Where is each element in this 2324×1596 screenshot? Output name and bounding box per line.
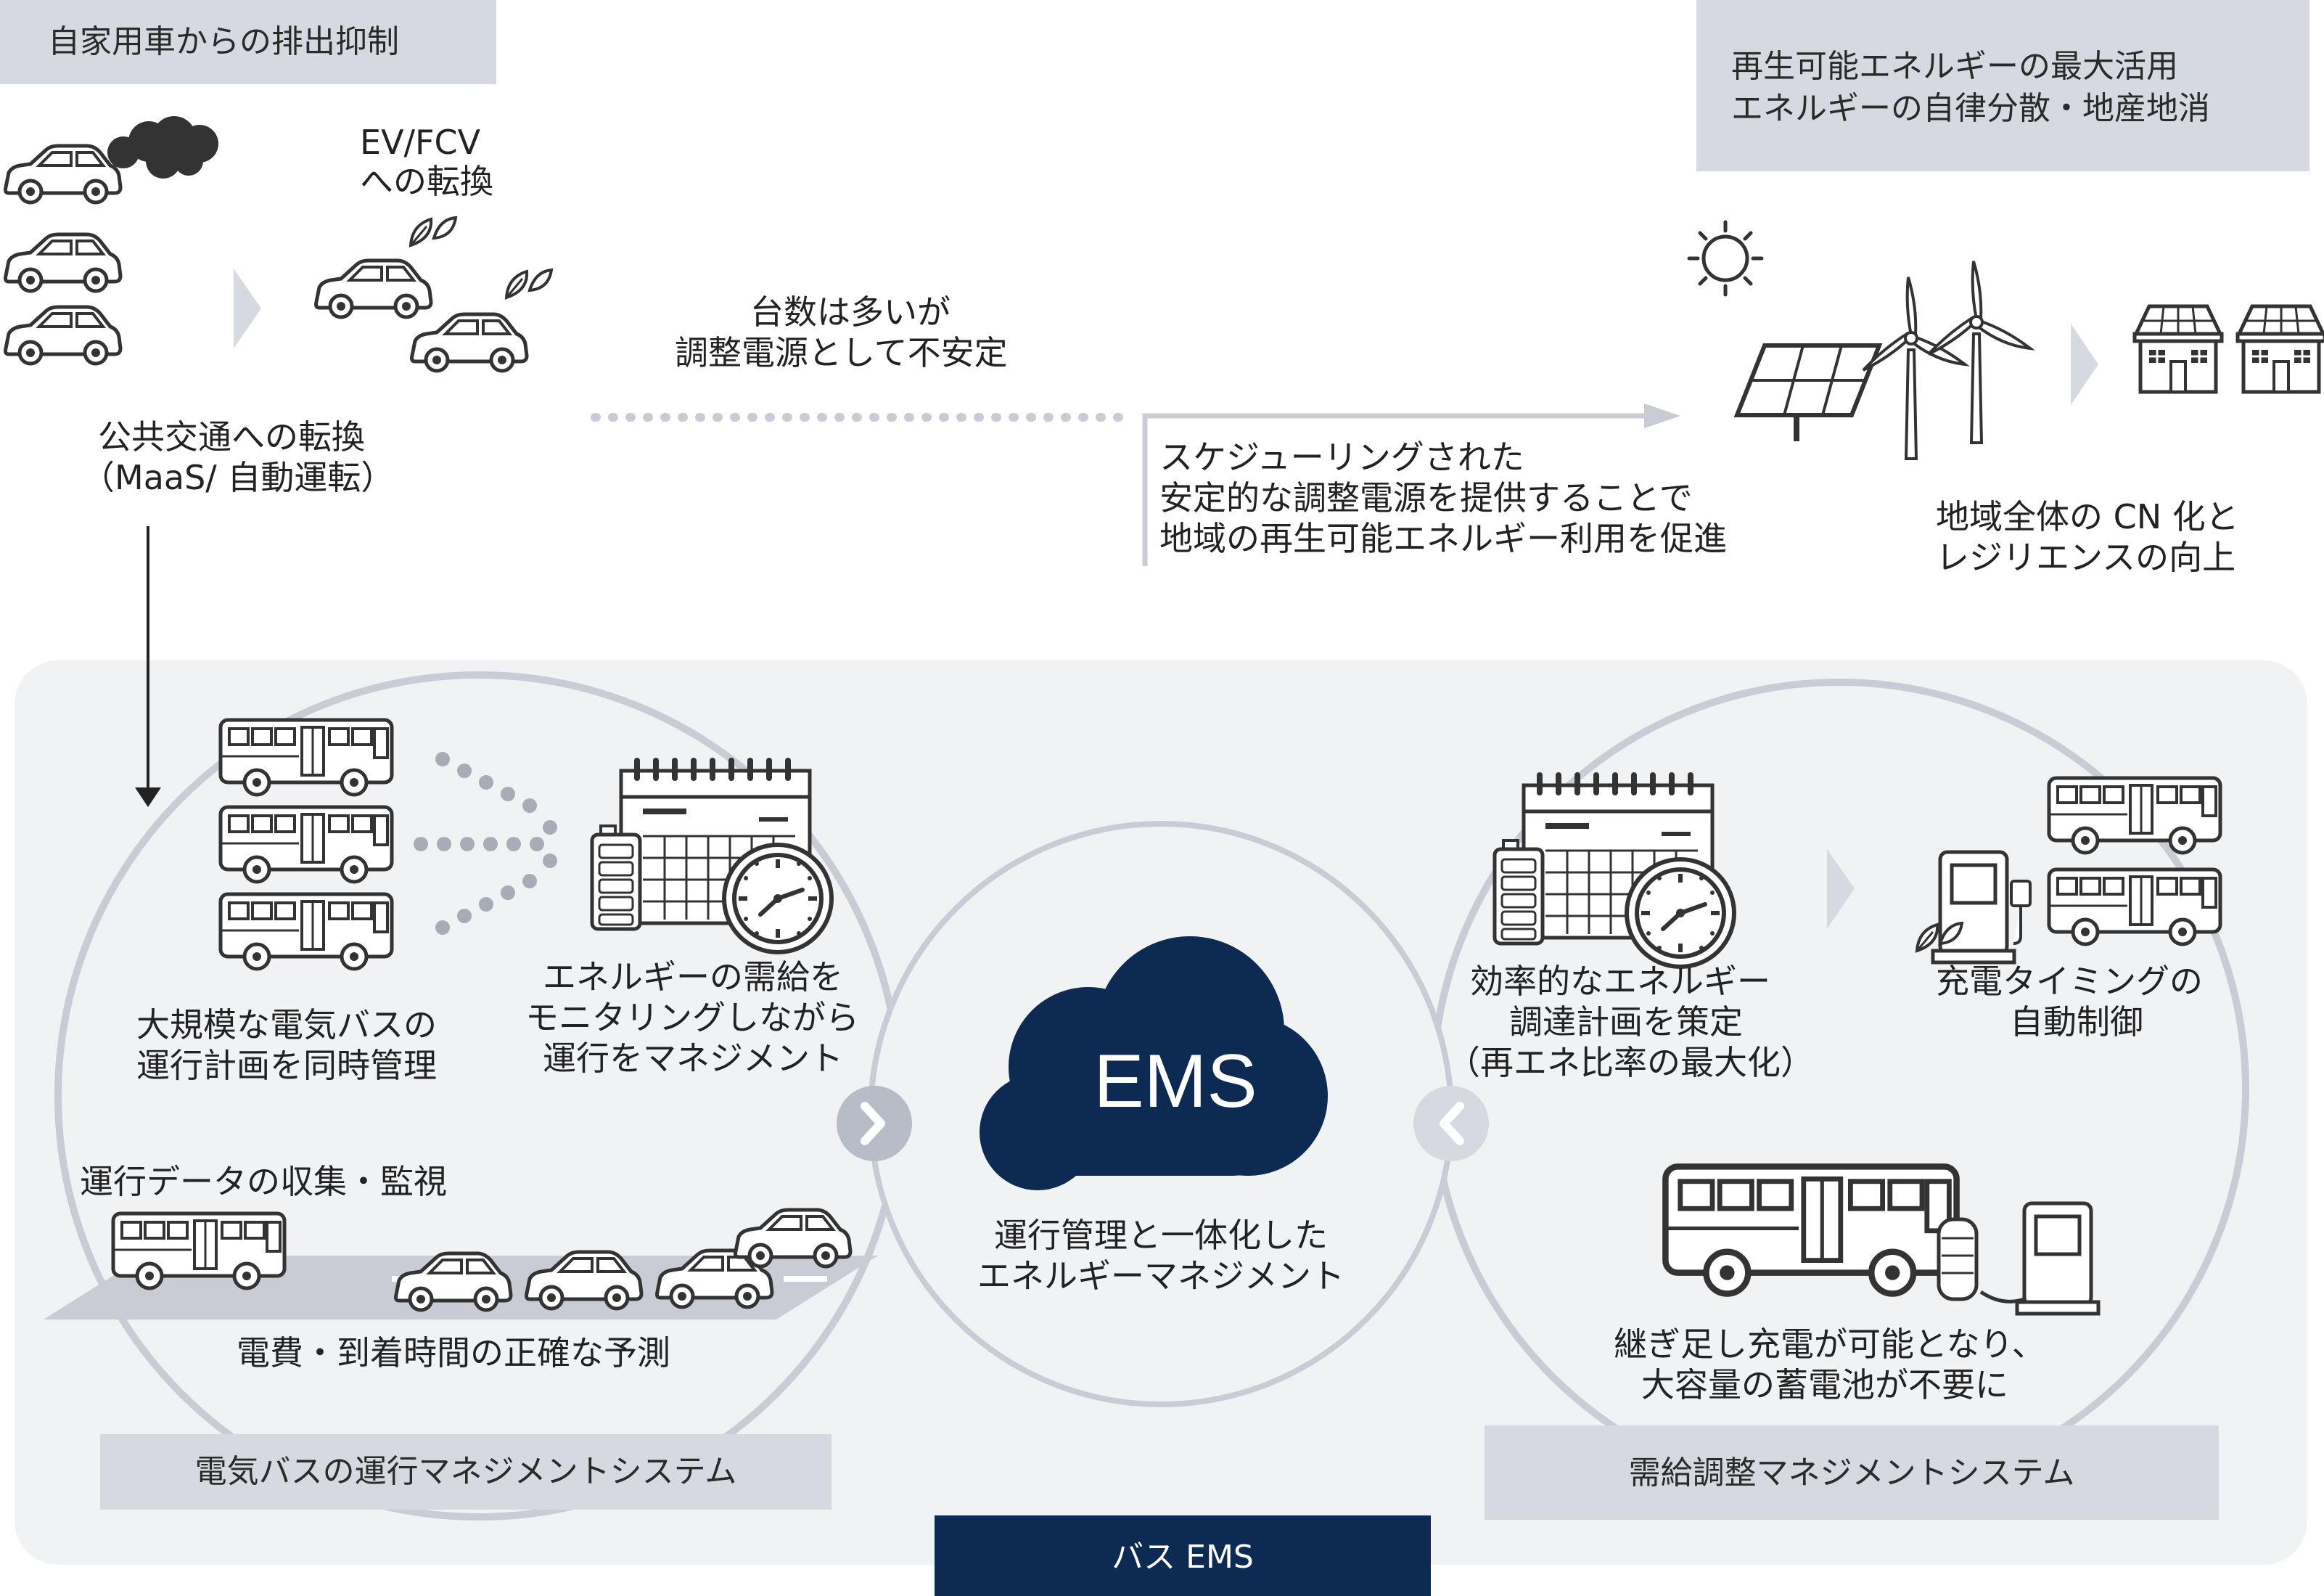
plug-icon [2010,880,2032,945]
promote-text-line1: スケジューリングされた [1159,438,1524,477]
chevron-right-icon [2071,324,2098,405]
right-system-title: 需給調整マネジメントシステム [1628,1454,2075,1491]
bus-ems-badge: バス EMS [935,1515,1431,1596]
left-system-title: 電気バスの運行マネジメントシステム [194,1453,737,1490]
sun-icon [1687,220,1764,297]
car-icon [412,314,527,371]
public-transport-text-line2: （MaaS/ 自動運転） [81,458,395,497]
chevron-left-icon [1413,1086,1489,1161]
ems-caption-line2: エネルギーマネジメント [977,1256,1344,1296]
bus-icon [1665,1166,1956,1293]
dotted-arrow-icon [414,752,557,935]
wind-turbine-icon [1862,276,1966,460]
monitor-text-line3: 運行をマネジメント [543,1039,843,1078]
bus-ems-label: バス EMS [1112,1539,1254,1576]
bus-icon [221,894,392,969]
cn-resilience-text-line1: 地域全体の CN 化と [1936,497,2239,536]
leaf-icon [505,269,553,299]
cn-resilience-text-line2: レジリエンスの向上 [1936,538,2236,577]
right-system-title-box: 需給調整マネジメントシステム [1485,1425,2219,1520]
monitor-text-line1: エネルギーの需給を [543,957,843,997]
car-icon [6,307,121,364]
battery-icon [1937,1217,1979,1301]
bus-icon [221,720,392,795]
left-system-title-box: 電気バスの運行マネジメントシステム [100,1434,832,1510]
promote-connector [1142,413,1647,566]
fleet-text-line1: 大規模な電気バスの [136,1005,437,1044]
ev-fcv-text-line1: EV/FCV [360,123,481,162]
car-icon [6,234,121,291]
bus-icon [2049,869,2220,944]
prediction-text: 電費・到着時間の正確な予測 [237,1333,670,1372]
charge-timing-text-line2: 自動制御 [2010,1002,2143,1042]
ev-fcv-text-line2: への転換 [360,162,493,201]
arrow-right-icon [1644,404,1680,428]
exhaust-cloud-icon [107,116,218,179]
bus-icon [221,807,392,882]
private-car-label-box: 自家用車からの排出抑制 [0,0,496,84]
unstable-text-line1: 台数は多いが [750,292,950,332]
battery-text-line2: 大容量の蓄電池が不要に [1641,1365,2008,1404]
private-car-label: 自家用車からの排出抑制 [48,23,399,60]
cloud-icon [980,936,1328,1190]
public-transport-text-line1: 公共交通への転換 [98,417,365,457]
monitor-text-line2: モニタリングしながら [525,998,859,1037]
chevron-right-icon [1827,849,1855,929]
bus-icon [113,1214,284,1288]
calendar-icon [592,761,832,952]
car-icon [6,146,121,202]
renewable-label-line2: エネルギーの自律分散・地産地消 [1731,90,2210,127]
ems-label: EMS [1093,1039,1257,1124]
charger-icon [1933,852,2014,962]
chevron-right-icon [234,269,261,348]
charger-icon [2017,1203,2098,1314]
procurement-text-line3: （再エネ比率の最大化） [1447,1043,1814,1082]
promote-text-line2: 安定的な調整電源を提供することで [1159,478,1693,517]
house-icon [2238,306,2324,392]
charge-timing-text-line1: 充電タイミングの [1936,962,2203,1001]
renewable-label-box: 再生可能エネルギーの最大活用 エネルギーの自律分散・地産地消 [1696,0,2309,171]
house-icon [2135,306,2222,392]
car-icon [316,261,432,317]
procurement-text-line1: 効率的なエネルギー [1470,962,1770,1001]
ems-caption-line1: 運行管理と一体化した [994,1216,1328,1255]
bus-icon [2049,778,2220,853]
battery-text-line1: 継ぎ足し充電が可能となり、 [1614,1325,2045,1364]
chevron-right-icon [837,1086,912,1161]
arrow-down-icon [135,787,161,807]
procurement-text-line2: 調達計画を策定 [1509,1002,1743,1042]
leaf-icon [409,216,457,247]
solar-panel-icon [1733,343,1883,441]
promote-text-line3: 地域の再生可能エネルギー利用を促進 [1159,519,1727,558]
data-collect-text: 運行データの収集・監視 [80,1162,447,1201]
unstable-text-line2: 調整電源として不安定 [675,333,1008,372]
fleet-text-line2: 運行計画を同時管理 [136,1046,437,1085]
renewable-label-line1: 再生可能エネルギーの最大活用 [1731,48,2178,85]
calendar-icon [1495,775,1734,967]
